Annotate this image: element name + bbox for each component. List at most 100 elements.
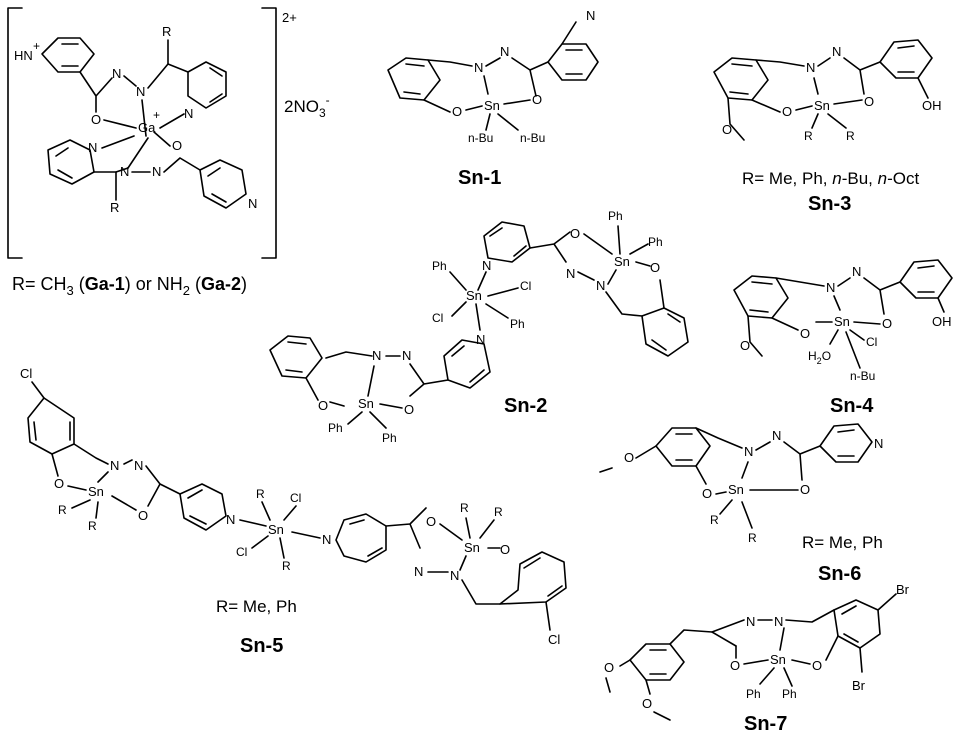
sn6-tin: Sn [728,482,744,497]
sn5-structure: Cl N N O O Sn R R N Sn R Cl Cl R N O N N… [20,366,567,657]
svg-text:O: O [730,658,740,673]
sn5-r-note: R= Me, Ph [216,597,297,616]
svg-text:N: N [402,348,411,363]
sn2-upper-tin: Sn [614,254,630,269]
svg-text:n-Bu: n-Bu [468,131,493,145]
svg-text:N: N [136,84,145,99]
svg-text:O: O [642,696,652,711]
sn6-r-note: R= Me, Ph [802,533,883,552]
svg-text:O: O [740,338,750,353]
sn5-central-tin: Sn [268,522,284,537]
svg-text:O: O [426,514,436,529]
svg-text:O: O [138,508,148,523]
ga-complex: 2+ 2NO3- HN + O N N R N Ga + O N N N R [7,7,330,298]
svg-text:N: N [482,258,491,273]
sn5-right-tin: Sn [464,540,480,555]
svg-text:N: N [226,512,235,527]
sn4-tin: Sn [834,314,850,329]
svg-text:N: N [832,44,841,59]
svg-text:Cl: Cl [290,491,301,505]
sn2-lower-tin: Sn [358,396,374,411]
svg-text:+: + [33,39,40,53]
svg-text:R: R [256,487,265,501]
sn3-tin: Sn [814,98,830,113]
sn3-r-note: R= Me, Ph, n-Bu, n-Oct [742,169,919,188]
svg-text:Ph: Ph [382,431,397,445]
svg-text:Ph: Ph [510,317,525,331]
sn7-label: Sn-7 [744,713,787,735]
svg-text:N: N [566,266,575,281]
pyridine-ring-bottom [199,159,247,209]
svg-text:N: N [596,278,605,293]
nitrate-counterion: 2NO3- [284,93,330,120]
svg-text:N: N [586,8,595,23]
left-bracket [7,7,23,259]
svg-text:O: O [882,316,892,331]
svg-text:N: N [806,60,815,75]
svg-text:N: N [110,458,119,473]
svg-text:R: R [494,505,503,519]
svg-text:N: N [744,444,753,459]
sn3-label: Sn-3 [808,193,851,215]
svg-text:Ph: Ph [328,421,343,435]
svg-text:R: R [710,513,719,527]
svg-text:O: O [812,658,822,673]
svg-text:R: R [748,531,757,545]
gallium-atom: Ga [138,120,156,135]
svg-text:Cl: Cl [548,632,560,647]
right-bracket [261,7,277,259]
sn2-structure: Sn Ph Cl Cl Ph N O N N Sn O Ph Ph N N N … [269,209,689,445]
svg-text:N: N [88,140,97,155]
svg-text:R: R [162,24,171,39]
sn3-structure: N N O O Sn R R O OH R= Me, Ph, n-Bu, n-O… [713,39,942,215]
svg-text:N: N [826,280,835,295]
sn1-label: Sn-1 [458,167,501,189]
svg-text:O: O [722,122,732,137]
svg-text:O: O [532,92,542,107]
svg-text:N: N [152,164,161,179]
svg-text:O: O [318,398,328,413]
svg-text:O: O [172,138,182,153]
svg-text:N: N [112,66,121,81]
svg-text:N: N [322,532,331,547]
sn4-structure: N N O Sn O H2O Cl n-Bu O OH Sn-4 [733,259,953,417]
svg-text:N: N [474,60,483,75]
sn4-water: H2O [808,349,831,366]
sn7-tin: Sn [770,652,786,667]
svg-text:N: N [874,436,883,451]
svg-text:Cl: Cl [20,366,32,381]
sn2-label: Sn-2 [504,395,547,417]
sn5-label: Sn-5 [240,635,283,657]
pyridine-ring-right [187,61,227,109]
svg-text:OH: OH [932,314,952,329]
sn2-central-tin: Sn [466,288,482,303]
svg-text:Br: Br [896,582,910,597]
svg-text:OH: OH [922,98,942,113]
svg-text:O: O [864,94,874,109]
svg-text:N: N [120,164,129,179]
sn5-left-tin: Sn [88,484,104,499]
svg-text:N: N [746,614,755,629]
pyridinium-nh: HN [14,48,33,63]
svg-text:N: N [414,564,423,579]
svg-text:N: N [772,428,781,443]
svg-text:Br: Br [852,678,866,693]
sn4-label: Sn-4 [830,395,874,417]
svg-text:Cl: Cl [866,335,877,349]
svg-text:Cl: Cl [520,279,531,293]
svg-text:Cl: Cl [432,311,443,325]
svg-text:n-Bu: n-Bu [850,369,875,383]
svg-text:R: R [804,129,813,143]
sn6-label: Sn-6 [818,563,861,585]
svg-text:R: R [58,503,67,517]
svg-text:N: N [450,568,459,583]
svg-text:N: N [372,348,381,363]
svg-text:Ph: Ph [432,259,447,273]
svg-text:O: O [500,542,510,557]
sn6-structure: O N N O O Sn R R N R= Me, Ph Sn-6 [599,423,883,585]
ga-r-caption: R= CH3 (Ga-1) or NH2 (Ga-2) [12,274,247,298]
svg-text:N: N [774,614,783,629]
pyridinium-ring-top [41,37,95,73]
svg-text:R: R [846,129,855,143]
